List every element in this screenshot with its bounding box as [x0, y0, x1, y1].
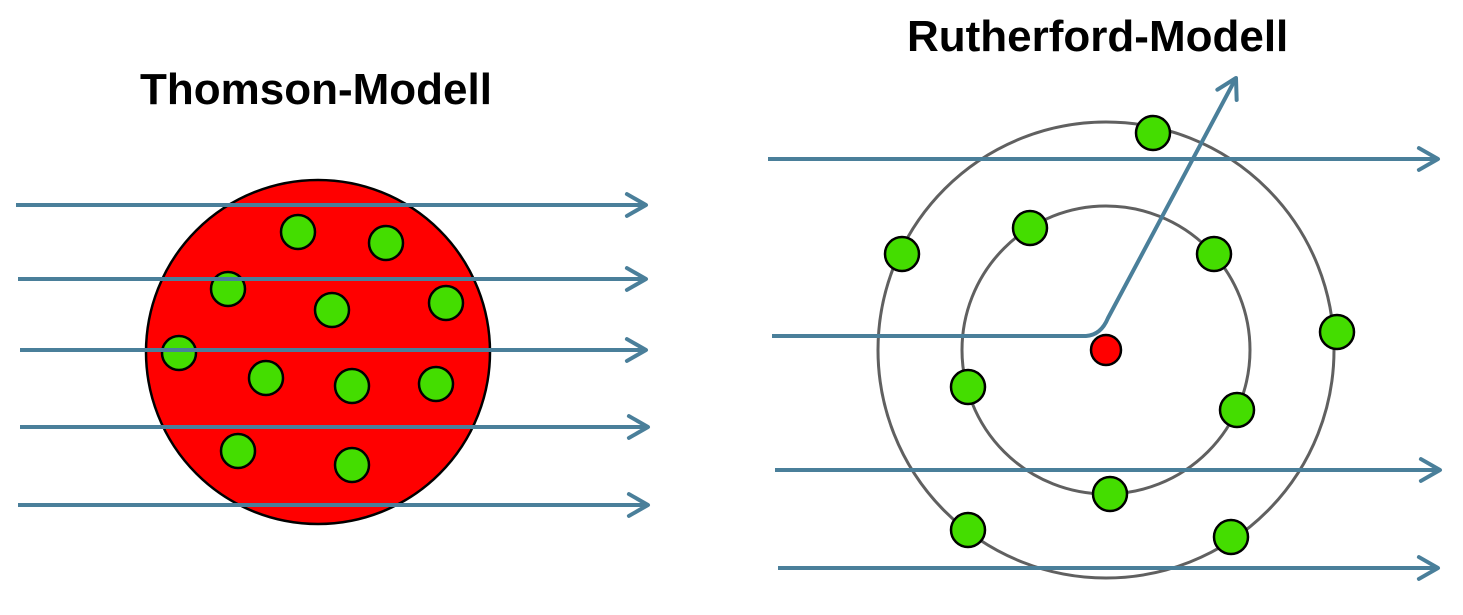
rutherford-electron-1: [1134, 114, 1172, 152]
thomson-electron-10: [219, 432, 257, 470]
rutherford-model: [768, 76, 1442, 581]
thomson-electron-2: [367, 224, 405, 262]
rutherford-electron-5: [1318, 313, 1356, 351]
thomson-electron-6: [160, 334, 198, 372]
thomson-alpha-ray-5-arrowhead: [626, 492, 650, 518]
thomson-alpha-ray-3-arrowhead: [624, 337, 648, 363]
rutherford-model-title: Rutherford-Modell: [907, 12, 1289, 61]
thomson-electron-11: [333, 446, 371, 484]
rutherford-electron-9: [949, 511, 987, 549]
thomson-alpha-rays: [16, 192, 650, 518]
thomson-electron-1: [279, 213, 317, 251]
rutherford-electron-7: [1218, 391, 1256, 429]
thomson-electron-7: [247, 359, 285, 397]
rutherford-electron-4: [1195, 235, 1233, 273]
thomson-electron-8: [333, 367, 371, 405]
thomson-alpha-ray-1-arrowhead: [624, 192, 648, 218]
rutherford-electron-6: [949, 368, 987, 406]
rutherford-alpha-ray-1-arrowhead: [1416, 146, 1440, 172]
thomson-model: [16, 178, 650, 526]
rutherford-electron-3: [1011, 209, 1049, 247]
rutherford-alpha-ray-2-arrowhead: [1418, 457, 1442, 483]
thomson-alpha-ray-2-arrowhead: [624, 266, 648, 292]
thomson-electron-4: [313, 291, 351, 329]
rutherford-electron-8: [1091, 475, 1129, 513]
rutherford-electron-10: [1212, 518, 1250, 556]
rutherford-deflected-alpha-ray-arrowhead: [1215, 76, 1239, 102]
rutherford-alpha-ray-3-arrowhead: [1416, 555, 1440, 581]
rutherford-deflected-alpha-ray: [772, 77, 1238, 338]
rutherford-electrons: [883, 114, 1356, 556]
thomson-electron-9: [417, 365, 455, 403]
thomson-electrons: [160, 213, 465, 484]
atomic-nucleus: [1089, 333, 1123, 367]
thomson-electron-5: [427, 284, 465, 322]
thomson-alpha-ray-4-arrowhead: [626, 414, 650, 440]
thomson-model-title: Thomson-Modell: [140, 65, 492, 114]
rutherford-electron-2: [883, 235, 921, 273]
rutherford-alpha-rays: [768, 76, 1442, 581]
